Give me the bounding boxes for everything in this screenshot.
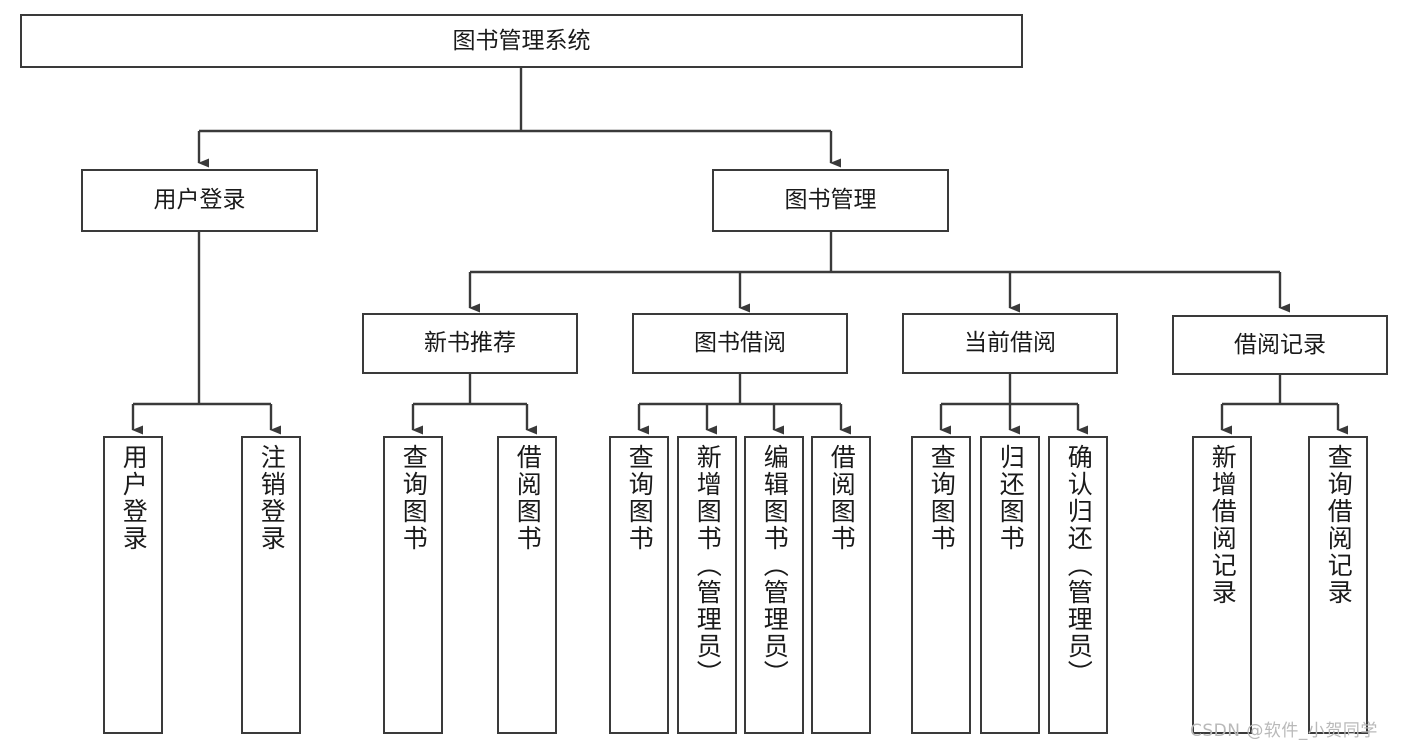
node-label: 用户登录 xyxy=(153,187,246,214)
node-book-management[interactable]: 图书管理 xyxy=(712,169,949,232)
node-label: 查询图书 xyxy=(927,444,957,552)
node-label: 当前借阅 xyxy=(964,330,1056,357)
node-borrow-record[interactable]: 借阅记录 xyxy=(1172,315,1388,375)
node-label: 确认归还（管理员） xyxy=(1064,444,1094,687)
leaf-record-add-borrow-record[interactable]: 新增借阅记录 xyxy=(1192,436,1252,734)
node-label: 借阅图书 xyxy=(827,444,857,552)
node-label: 图书借阅 xyxy=(694,330,786,357)
node-label: 图书管理系统 xyxy=(452,27,591,54)
node-label: 新书推荐 xyxy=(424,330,516,357)
leaf-record-query-borrow-record[interactable]: 查询借阅记录 xyxy=(1308,436,1368,734)
node-user-login[interactable]: 用户登录 xyxy=(81,169,318,232)
node-label: 借阅图书 xyxy=(513,444,543,552)
node-label: 查询借阅记录 xyxy=(1324,444,1354,606)
leaf-borrow-add-book-admin[interactable]: 新增图书（管理员） xyxy=(677,436,737,734)
leaf-user-logout[interactable]: 注销登录 xyxy=(241,436,301,734)
leaf-recommend-borrow-book[interactable]: 借阅图书 xyxy=(497,436,557,734)
node-label: 新增借阅记录 xyxy=(1208,444,1238,606)
node-label: 归还图书 xyxy=(996,444,1026,552)
node-label: 注销登录 xyxy=(257,444,287,552)
leaf-recommend-query-book[interactable]: 查询图书 xyxy=(383,436,443,734)
leaf-borrow-borrow-book[interactable]: 借阅图书 xyxy=(811,436,871,734)
node-label: 查询图书 xyxy=(625,444,655,552)
node-root-book-management-system[interactable]: 图书管理系统 xyxy=(20,14,1023,68)
leaf-current-query-book[interactable]: 查询图书 xyxy=(911,436,971,734)
leaf-borrow-query-book[interactable]: 查询图书 xyxy=(609,436,669,734)
node-current-borrow[interactable]: 当前借阅 xyxy=(902,313,1118,374)
node-label: 图书管理 xyxy=(784,187,877,214)
leaf-current-confirm-return-admin[interactable]: 确认归还（管理员） xyxy=(1048,436,1108,734)
node-label: 用户登录 xyxy=(119,444,149,552)
leaf-borrow-edit-book-admin[interactable]: 编辑图书（管理员） xyxy=(744,436,804,734)
watermark-text: CSDN @软件_小贺同学 xyxy=(1190,721,1378,741)
node-label: 借阅记录 xyxy=(1234,331,1326,358)
node-label: 编辑图书（管理员） xyxy=(760,444,790,687)
leaf-current-return-book[interactable]: 归还图书 xyxy=(980,436,1040,734)
node-label: 查询图书 xyxy=(399,444,429,552)
node-book-borrow[interactable]: 图书借阅 xyxy=(632,313,848,374)
node-new-book-recommend[interactable]: 新书推荐 xyxy=(362,313,578,374)
leaf-user-login[interactable]: 用户登录 xyxy=(103,436,163,734)
node-label: 新增图书（管理员） xyxy=(693,444,723,687)
